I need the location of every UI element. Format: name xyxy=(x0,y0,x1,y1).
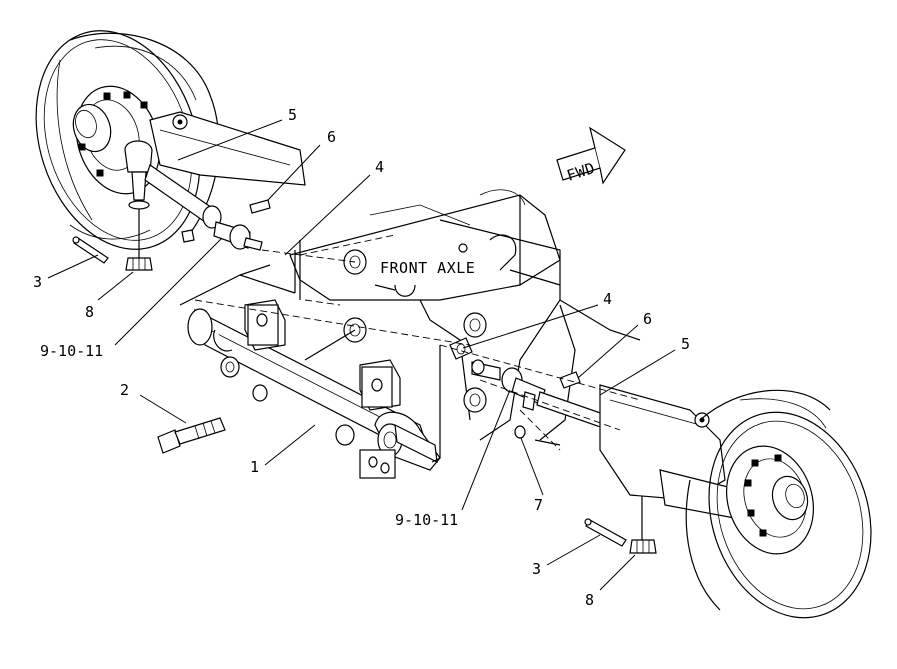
front-axle-label: FRONT AXLE xyxy=(380,259,475,277)
callout-2: 2 xyxy=(120,381,129,399)
right-bushing xyxy=(449,337,473,360)
left-steering-knuckle xyxy=(149,111,306,186)
right-steering-knuckle xyxy=(599,384,746,521)
right-wheel xyxy=(685,389,872,619)
axle-beam xyxy=(289,189,641,446)
forward-arrow-icon: FWD xyxy=(556,126,626,185)
callout-4-right: 4 xyxy=(603,290,612,308)
callout-3-right: 3 xyxy=(532,560,541,578)
callout-6-right: 6 xyxy=(643,310,652,328)
mounting-bolt xyxy=(157,417,226,454)
callout-4-left: 4 xyxy=(375,158,384,176)
callout-7: 7 xyxy=(534,496,543,514)
left-castle-nut xyxy=(125,257,153,271)
callouts: 5 6 4 3 8 9-10-11 2 1 4 6 5 7 9-10-11 3 … xyxy=(33,106,690,609)
left-tie-rod-adjuster xyxy=(202,205,263,251)
right-clamp-bolt xyxy=(514,371,581,439)
left-cotter-pin xyxy=(72,236,109,264)
right-castle-nut xyxy=(629,539,657,554)
leader-lines xyxy=(47,119,676,591)
right-wheel-hub xyxy=(725,445,815,555)
assembly-dash-lines xyxy=(194,234,641,451)
callout-5-right: 5 xyxy=(681,335,690,353)
callout-9-10-11-right: 9-10-11 xyxy=(395,511,458,529)
assembly-brackets xyxy=(179,250,441,463)
left-clamp-bolt xyxy=(181,199,271,243)
callout-8-left: 8 xyxy=(85,303,94,321)
callout-6-left: 6 xyxy=(327,128,336,146)
callout-1: 1 xyxy=(250,458,259,476)
callout-3-left: 3 xyxy=(33,273,42,291)
callout-5-left: 5 xyxy=(288,106,297,124)
callout-9-10-11-left: 9-10-11 xyxy=(40,342,103,360)
callout-8-right: 8 xyxy=(585,591,594,609)
steering-cylinder xyxy=(187,299,441,479)
right-tie-rod-adjuster xyxy=(471,359,546,411)
right-cotter-pin xyxy=(584,518,627,547)
left-tie-rod-end xyxy=(124,140,216,262)
